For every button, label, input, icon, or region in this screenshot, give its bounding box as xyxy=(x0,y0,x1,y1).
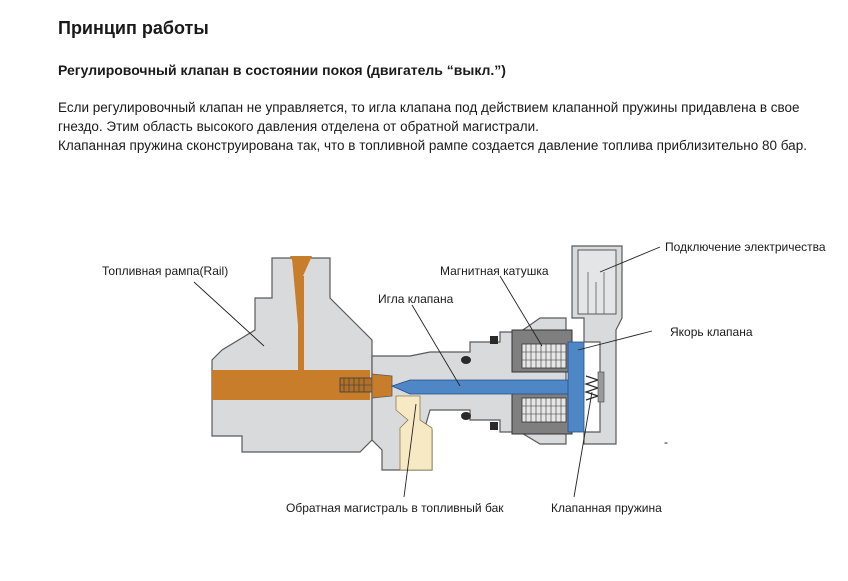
label-valve-spring: Клапанная пружина xyxy=(551,501,662,515)
filter-mesh xyxy=(340,378,372,392)
label-valve-armature: Якорь клапана xyxy=(670,325,753,339)
clip-bottom xyxy=(490,422,498,430)
valve-spring xyxy=(584,375,600,401)
label-dash: - xyxy=(664,435,668,449)
valve-illustration xyxy=(211,245,623,471)
clip-top xyxy=(490,336,498,344)
coil-windings xyxy=(522,344,566,422)
o-ring-bottom xyxy=(461,412,471,420)
label-return-line: Обратная магистраль в топливный бак xyxy=(286,501,504,515)
return-channel xyxy=(395,395,433,471)
coil-winding-bottom xyxy=(521,397,567,423)
label-valve-needle: Игла клапана xyxy=(378,292,454,306)
coil-winding-top xyxy=(521,343,567,369)
leader-valve-needle xyxy=(411,304,461,387)
page-title: Принцип работы xyxy=(58,18,209,38)
connector-plug xyxy=(577,249,617,315)
rail-vertical-bore xyxy=(298,276,304,372)
o-ring-top xyxy=(461,356,471,364)
leader-magnetic-coil xyxy=(499,275,543,347)
rail-housing xyxy=(211,257,373,453)
label-fuel-rail: Топливная рампа(Rail) xyxy=(102,264,228,278)
leader-armature xyxy=(577,330,653,351)
description-paragraph-2: Клапанная пружина сконструирована так, ч… xyxy=(58,138,807,153)
leader-return-line xyxy=(403,403,417,498)
leader-fuel-rail xyxy=(193,281,265,347)
label-electrical-connection: Подключение электричества xyxy=(665,240,826,254)
connector-pins xyxy=(587,272,605,314)
leader-electrical xyxy=(599,246,661,273)
label-magnetic-coil: Магнитная катушка xyxy=(440,264,549,278)
section-subtitle: Регулировочный клапан в состоянии покоя … xyxy=(58,62,506,78)
valve-armature xyxy=(567,341,585,433)
valve-needle xyxy=(390,379,581,395)
spring-cap xyxy=(597,371,605,403)
leader-lines xyxy=(193,246,661,498)
leader-valve-spring xyxy=(573,391,593,498)
rail-inlet xyxy=(290,256,312,276)
description-paragraph-1: Если регулировочный клапан не управляетс… xyxy=(58,100,800,134)
valve-seat xyxy=(371,373,393,399)
